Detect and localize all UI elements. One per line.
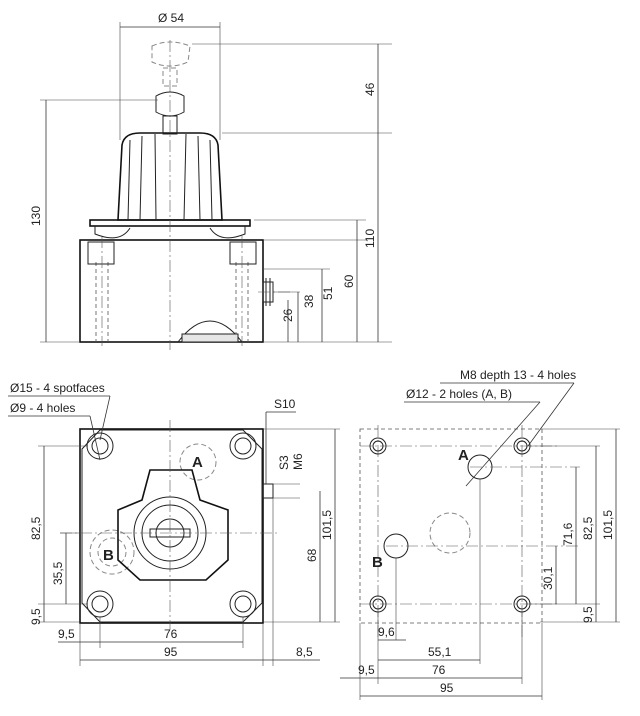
spotfaces-label: Ø15 - 4 spotfaces xyxy=(10,381,105,395)
key-icon xyxy=(155,91,185,117)
dim-height-51: 51 xyxy=(321,286,335,300)
m8-hole-tl xyxy=(369,437,387,455)
dim-76: 76 xyxy=(164,627,178,641)
pattern-port-a-label: A xyxy=(458,447,469,464)
valve-body-block xyxy=(79,239,264,343)
dim-pattern-101-5: 101,5 xyxy=(601,510,615,540)
dia12-label: Ø12 - 2 holes (A, B) xyxy=(406,387,512,401)
hole-pattern-view: A B M8 depth 13 - 4 holes Ø12 - 2 holes … xyxy=(340,368,620,700)
center-bore xyxy=(429,512,471,554)
dim-bottom-9-5: 9,5 xyxy=(58,627,75,641)
dim-diameter-54: Ø 54 xyxy=(158,11,184,25)
dim-pattern-95: 95 xyxy=(440,681,454,695)
adjustment-knob xyxy=(117,132,223,221)
top-port-b-label: B xyxy=(103,547,114,564)
s10-label: S10 xyxy=(274,397,296,411)
m6-label: M6 xyxy=(291,453,305,470)
dim-35-5: 35,5 xyxy=(51,561,65,585)
dim-height-38: 38 xyxy=(302,294,316,308)
dim-height-60: 60 xyxy=(342,274,356,288)
top-view: A B Ø15 - 4 spotfaces Ø9 - 4 holes S10 S… xyxy=(8,381,340,666)
dim-82-5: 82,5 xyxy=(29,516,43,540)
dim-height-26: 26 xyxy=(281,308,295,322)
dim-101-5: 101,5 xyxy=(320,510,334,540)
dim-8-5: 8,5 xyxy=(296,645,313,659)
side-screw-top xyxy=(262,483,274,499)
knob-top xyxy=(117,469,229,581)
pattern-port-b-label: B xyxy=(372,554,383,571)
s3-label: S3 xyxy=(277,455,291,470)
key-removed-ghost xyxy=(151,41,191,67)
top-view-body xyxy=(79,428,264,624)
mounting-holes xyxy=(86,432,257,618)
m8-label: M8 depth 13 - 4 holes xyxy=(460,368,576,382)
port-b-hidden xyxy=(89,529,135,575)
dim-71-6: 71,6 xyxy=(561,522,575,546)
dim-pattern-82-5: 82,5 xyxy=(581,516,595,540)
dim-height-46: 46 xyxy=(363,82,377,96)
dim-68: 68 xyxy=(305,548,319,562)
pattern-outline xyxy=(359,428,543,624)
dim-pattern-9-5-h: 9,5 xyxy=(358,663,375,677)
dim-height-130: 130 xyxy=(29,206,43,226)
top-port-a-label: A xyxy=(192,454,203,471)
dim-55-1: 55,1 xyxy=(428,645,452,659)
dim-9-6: 9,6 xyxy=(378,625,395,639)
port-a-hidden xyxy=(179,443,217,481)
dim-left-9-5: 9,5 xyxy=(29,608,43,625)
holes-label: Ø9 - 4 holes xyxy=(10,401,75,415)
dim-30-1: 30,1 xyxy=(541,566,555,590)
dim-95: 95 xyxy=(164,645,178,659)
dim-pattern-76: 76 xyxy=(432,663,446,677)
dim-pattern-9-5-v: 9,5 xyxy=(581,606,595,623)
front-view: Ø 54 46 110 60 51 38 26 130 xyxy=(29,11,392,350)
dim-height-110: 110 xyxy=(363,229,377,248)
